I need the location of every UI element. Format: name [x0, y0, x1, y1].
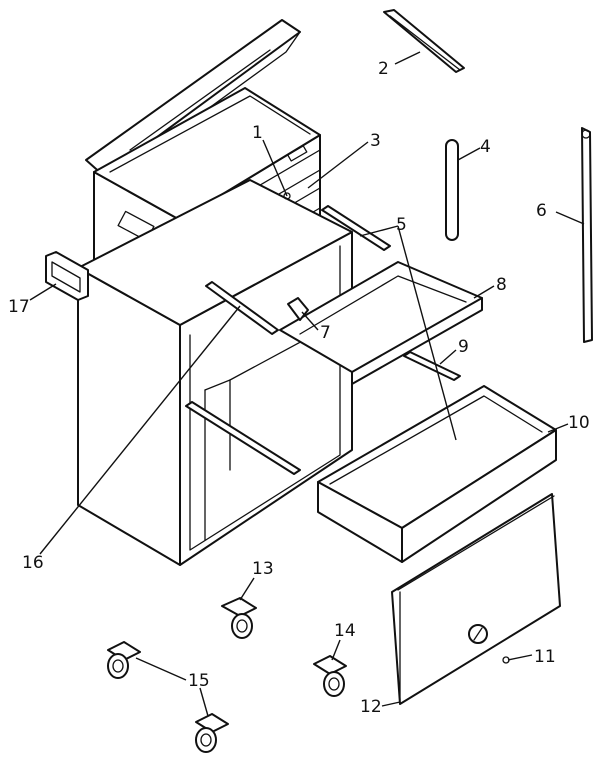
leader-17 — [29, 283, 57, 301]
leader-lines — [29, 51, 585, 717]
drawer-slide-9 — [403, 351, 461, 381]
drawer-slide-lower — [185, 401, 301, 475]
callout-10: 10 — [568, 413, 590, 433]
callout-16: 16 — [22, 553, 44, 573]
callout-4: 4 — [480, 137, 491, 157]
lock-cylinder — [283, 192, 291, 200]
callout-13: 13 — [252, 559, 274, 579]
caster-14 — [313, 655, 347, 697]
leader-8 — [473, 285, 495, 299]
leader-4 — [457, 147, 481, 161]
leader-15a — [135, 657, 187, 681]
caster-13 — [221, 597, 257, 639]
deep-drawer — [317, 385, 557, 563]
callout-3: 3 — [370, 131, 381, 151]
callout-1: 1 — [252, 123, 263, 143]
callout-6: 6 — [536, 201, 547, 221]
lid-stay-bar — [383, 9, 465, 73]
callout-17: 17 — [8, 297, 30, 317]
leader-5a — [359, 225, 399, 237]
caster-15-lower — [195, 713, 229, 753]
drawer-bracket — [287, 297, 309, 321]
callout-12: 12 — [360, 697, 382, 717]
callout-labels: 1 2 3 4 5 6 7 8 9 10 11 12 13 14 15 16 1… — [8, 59, 590, 717]
callout-9: 9 — [458, 337, 469, 357]
side-handle — [45, 251, 89, 301]
leader-9 — [439, 349, 457, 365]
callout-11: 11 — [534, 647, 556, 667]
leader-3 — [307, 141, 369, 189]
leader-10 — [547, 423, 569, 433]
leader-5b — [397, 225, 457, 441]
caster-15-upper — [107, 641, 141, 679]
leader-6 — [555, 211, 585, 225]
handle-strap — [445, 139, 459, 241]
callout-15: 15 — [188, 671, 210, 691]
leader-14 — [331, 639, 341, 661]
leader-12 — [381, 701, 401, 707]
side-lock-bar — [581, 127, 593, 343]
callout-7: 7 — [320, 323, 331, 343]
leader-7 — [301, 311, 319, 331]
shallow-drawer — [279, 261, 483, 385]
callout-2: 2 — [378, 59, 389, 79]
leader-16 — [39, 305, 241, 555]
drawer-slide-upper-left — [205, 281, 279, 335]
cabinet-door — [391, 493, 561, 705]
leader-1 — [262, 139, 288, 197]
drawer-slide-upper-right — [321, 205, 391, 251]
leader-13 — [239, 577, 255, 601]
leader-2 — [394, 51, 421, 65]
callout-8: 8 — [496, 275, 507, 295]
callout-14: 14 — [334, 621, 356, 641]
leader-15b — [199, 687, 209, 717]
callout-5: 5 — [396, 215, 407, 235]
leader-11 — [507, 654, 533, 661]
